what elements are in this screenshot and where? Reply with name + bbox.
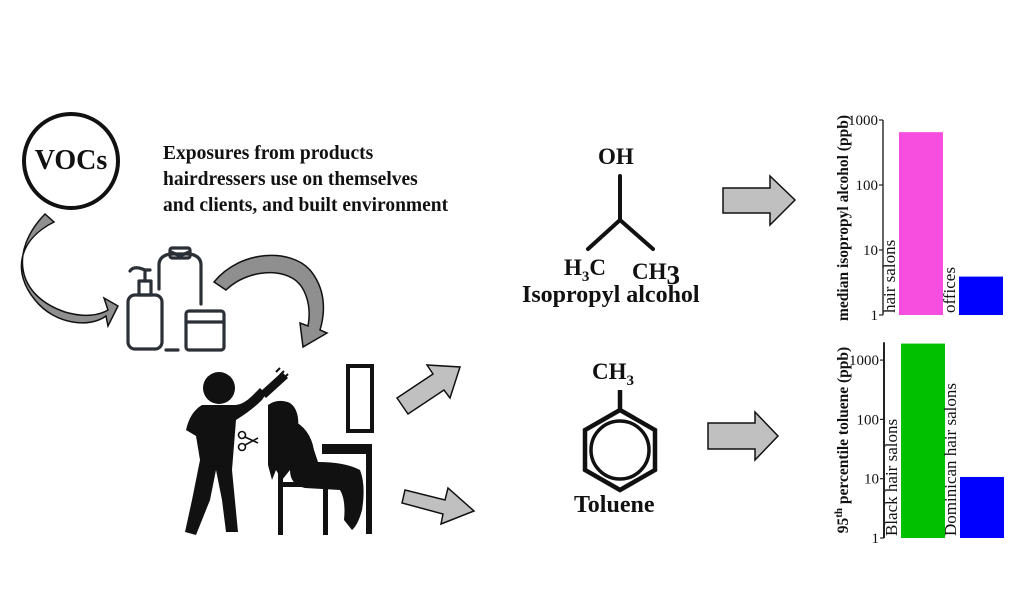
y-tick-label: 1 bbox=[871, 308, 879, 324]
y-tick-label: 1000 bbox=[849, 353, 879, 369]
isopropyl-alcohol-structure bbox=[586, 174, 655, 251]
arrow-scene-to-isopropyl bbox=[395, 364, 462, 416]
y-axis-label: median isopropyl alcohol (ppb) bbox=[835, 115, 852, 321]
right-methyl-label: CH3 bbox=[632, 255, 680, 290]
y-tick-label: 100 bbox=[856, 178, 879, 194]
y-tick-label: 1 bbox=[872, 531, 880, 547]
hairdresser-and-client-icon bbox=[185, 364, 374, 535]
left-methyl-label: H3C bbox=[564, 255, 607, 285]
toluene-name: Toluene bbox=[574, 492, 655, 518]
toluene-methyl-sub: 3 bbox=[626, 373, 635, 389]
arrow-scene-to-toluene bbox=[401, 486, 476, 526]
vocs-label: VOCs bbox=[34, 145, 108, 176]
category-label: hair salons bbox=[880, 240, 899, 313]
left-methyl-tail: C bbox=[589, 255, 607, 280]
y-tick-label: 100 bbox=[857, 412, 880, 428]
bar-dominican-hair-salons bbox=[960, 476, 1004, 538]
hydroxyl-label: OH bbox=[598, 144, 634, 169]
curved-arrow-vocs-to-products bbox=[20, 212, 119, 329]
hair-product-bottles-icon bbox=[126, 246, 226, 352]
isopropyl-alcohol-name: Isopropyl alcohol bbox=[522, 282, 700, 308]
arrow-toluene-to-chart bbox=[707, 410, 780, 462]
toluene-structure bbox=[582, 390, 658, 493]
right-methyl-sub: 3 bbox=[666, 260, 681, 290]
y-tick-label: 10 bbox=[863, 243, 878, 259]
left-methyl-sub: 3 bbox=[581, 269, 590, 285]
right-methyl-main: CH bbox=[632, 259, 667, 284]
y-tick-label: 10 bbox=[864, 472, 879, 488]
bar-offices bbox=[959, 276, 1003, 315]
arrow-isopropyl-to-chart bbox=[722, 174, 797, 227]
headline-text: Exposures from products hairdressers use… bbox=[163, 143, 449, 216]
bar-black-hair-salons bbox=[901, 343, 945, 538]
bar-hair-salons bbox=[899, 132, 943, 315]
vocs-circle: VOCs bbox=[22, 112, 120, 210]
toluene-methyl-label: CH3 bbox=[592, 359, 634, 389]
y-axis-label: 95th percentile toluene (ppb) bbox=[833, 347, 852, 533]
category-label: offices bbox=[940, 267, 959, 313]
curved-arrow-products-to-salon bbox=[212, 254, 329, 349]
category-label: Dominican hair salons bbox=[941, 383, 960, 536]
category-label: Black hair salons bbox=[882, 419, 901, 536]
y-tick-label: 1000 bbox=[848, 113, 878, 129]
isopropyl-chart: 1 10 100 1000 hair salons offices median isopr… bbox=[835, 113, 1003, 324]
toluene-methyl-main: CH bbox=[592, 359, 627, 384]
left-methyl-main: H bbox=[564, 255, 582, 280]
